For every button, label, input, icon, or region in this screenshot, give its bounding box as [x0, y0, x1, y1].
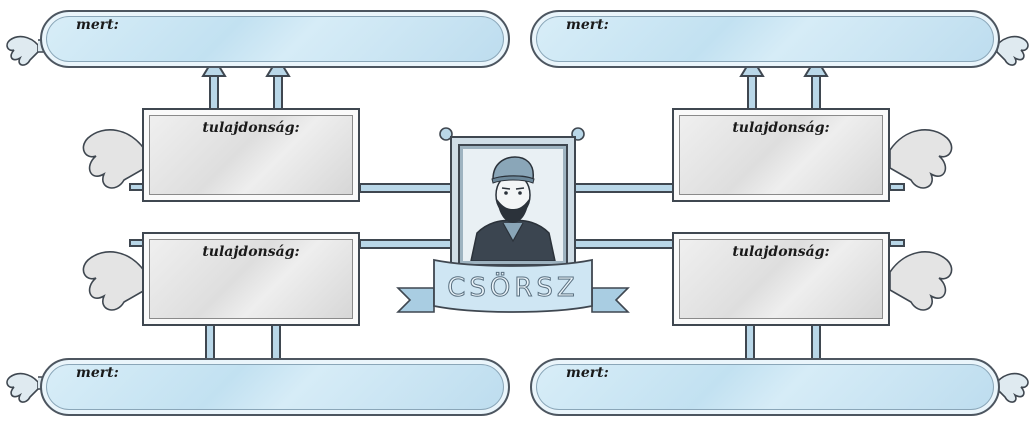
- reason-box-top-right[interactable]: mert:: [530, 10, 1000, 68]
- property-box-lower-left[interactable]: tulajdonság:: [142, 232, 360, 326]
- property-label: tulajdonság:: [144, 244, 358, 260]
- reason-label: mert:: [76, 17, 119, 33]
- property-label: tulajdonság:: [144, 120, 358, 136]
- portrait-name: CSÖRSZ: [447, 271, 579, 303]
- property-box-upper-left[interactable]: tulajdonság:: [142, 108, 360, 202]
- property-label: tulajdonság:: [674, 244, 888, 260]
- reason-box-top-left[interactable]: mert:: [40, 10, 510, 68]
- reason-label: mert:: [566, 365, 609, 381]
- reason-box-bottom-left[interactable]: mert:: [40, 358, 510, 416]
- name-banner: CSÖRSZ: [394, 250, 632, 330]
- reason-label: mert:: [76, 365, 119, 381]
- reason-box-bottom-right[interactable]: mert:: [530, 358, 1000, 416]
- reason-label: mert:: [566, 17, 609, 33]
- portrait-image: [463, 149, 563, 261]
- portrait-figure-icon: [463, 149, 563, 261]
- property-box-upper-right[interactable]: tulajdonság:: [672, 108, 890, 202]
- property-box-lower-right[interactable]: tulajdonság:: [672, 232, 890, 326]
- property-label: tulajdonság:: [674, 120, 888, 136]
